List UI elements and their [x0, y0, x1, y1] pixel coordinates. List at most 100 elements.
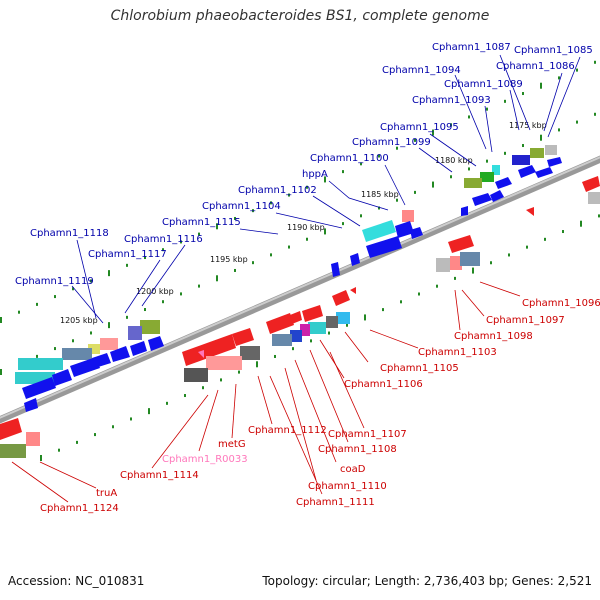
tick-mark — [112, 425, 114, 429]
tick-mark — [166, 401, 168, 405]
tick-mark — [256, 361, 258, 368]
gene-feature — [232, 328, 254, 346]
tick-mark — [436, 284, 438, 288]
tick-mark — [594, 112, 596, 116]
tick-mark — [238, 370, 240, 374]
tick-mark — [234, 216, 236, 220]
kbp-labels: 1175 kbp 1180 kbp 1185 kbp 1190 kbp 1195… — [60, 121, 547, 325]
tick-mark — [0, 317, 2, 323]
gene-feature — [395, 221, 414, 238]
gene-feature — [290, 330, 302, 342]
tick-mark — [504, 151, 506, 155]
tick-mark — [576, 68, 578, 72]
genome-summary-text: Topology: circular; Length: 2,736,403 bp… — [262, 574, 592, 588]
tick-mark — [522, 92, 524, 96]
gene-feature — [547, 157, 562, 167]
tick-mark — [288, 193, 290, 197]
tick-mark — [450, 123, 452, 127]
gene-feature — [18, 358, 63, 370]
gene-feature — [0, 444, 26, 458]
gene-feature — [0, 418, 22, 440]
gene-feature — [461, 206, 468, 216]
tick-mark — [454, 276, 456, 280]
gene-label: Cphamn1_1085 — [514, 45, 593, 56]
tick-mark — [162, 300, 164, 304]
gene-label: Cphamn1_1095 — [380, 122, 459, 133]
gene-feature — [148, 336, 164, 351]
tick-mark — [468, 115, 470, 119]
gene-feature — [526, 207, 534, 216]
gene-feature — [460, 252, 480, 266]
gene-label: Cphamn1_1119 — [15, 276, 94, 287]
tick-mark — [54, 295, 56, 299]
gene-feature — [535, 167, 553, 178]
tick-mark — [180, 240, 182, 244]
gene-feature — [266, 313, 294, 334]
tick-mark — [580, 220, 582, 227]
gene-feature — [272, 334, 292, 346]
gene-label: Cphamn1_1117 — [88, 249, 167, 260]
gene-feature — [336, 312, 350, 324]
gene-label: Cphamn1_1098 — [454, 331, 533, 342]
gene-feature — [130, 341, 147, 356]
gene-feature — [184, 368, 208, 382]
tick-mark — [342, 222, 344, 226]
tick-mark — [144, 256, 146, 260]
tick-mark — [216, 223, 218, 230]
kbp-label: 1185 kbp — [361, 190, 399, 199]
gene-label: Cphamn1_1118 — [30, 228, 109, 239]
tick-mark — [108, 322, 110, 329]
gene-label: Cphamn1_1116 — [124, 234, 203, 245]
gene-label: Cphamn1_1087 — [432, 42, 511, 53]
gene-feature — [128, 326, 142, 340]
gene-feature — [308, 322, 326, 334]
gene-feature — [350, 287, 356, 294]
tick-mark — [468, 167, 470, 171]
gene-label: hppA — [302, 169, 328, 180]
tick-mark — [270, 253, 272, 257]
gene-feature — [492, 165, 500, 175]
gene-label: Cphamn1_1094 — [382, 65, 461, 76]
gene-label: Cphamn1_1114 — [120, 470, 199, 481]
map-title: Chlorobium phaeobacteroides BS1, complet… — [110, 8, 490, 24]
tick-mark — [396, 198, 398, 202]
gene-feature — [332, 290, 350, 306]
tick-mark — [144, 308, 146, 312]
tick-mark — [220, 378, 222, 382]
tick-mark — [526, 245, 528, 249]
gene-label: Cphamn1_1093 — [412, 95, 491, 106]
gene-label: Cphamn1_1104 — [202, 201, 281, 212]
gene-feature — [495, 177, 512, 189]
tick-mark — [414, 138, 416, 142]
tick-mark — [310, 339, 312, 343]
kbp-label: 1190 kbp — [287, 223, 325, 232]
gene-label: Cphamn1_1096 — [522, 298, 600, 309]
gene-feature — [331, 262, 340, 277]
gene-feature — [450, 256, 462, 270]
gene-label: Cphamn1_1107 — [328, 429, 407, 440]
gene-feature — [402, 210, 414, 222]
tick-mark — [558, 128, 560, 132]
gene-feature — [100, 338, 118, 350]
tick-mark — [418, 292, 420, 296]
tick-mark — [0, 369, 2, 375]
tick-mark — [432, 181, 434, 188]
tick-mark — [364, 314, 366, 321]
tick-mark — [90, 279, 92, 283]
accession-text: Accession: NC_010831 — [8, 574, 145, 588]
gene-feature — [530, 148, 544, 158]
gene-feature — [182, 334, 236, 366]
reverse-callouts — [11, 281, 521, 503]
tick-mark — [162, 248, 164, 252]
tick-mark — [148, 408, 150, 415]
tick-mark — [540, 82, 542, 89]
tick-mark — [18, 310, 20, 314]
tick-mark — [72, 287, 74, 291]
tick-rows — [0, 60, 600, 461]
tick-mark — [342, 170, 344, 174]
gene-feature — [366, 236, 402, 258]
tick-mark — [306, 185, 308, 189]
tick-mark — [346, 323, 348, 327]
tick-mark — [76, 440, 78, 444]
tick-mark — [198, 232, 200, 236]
